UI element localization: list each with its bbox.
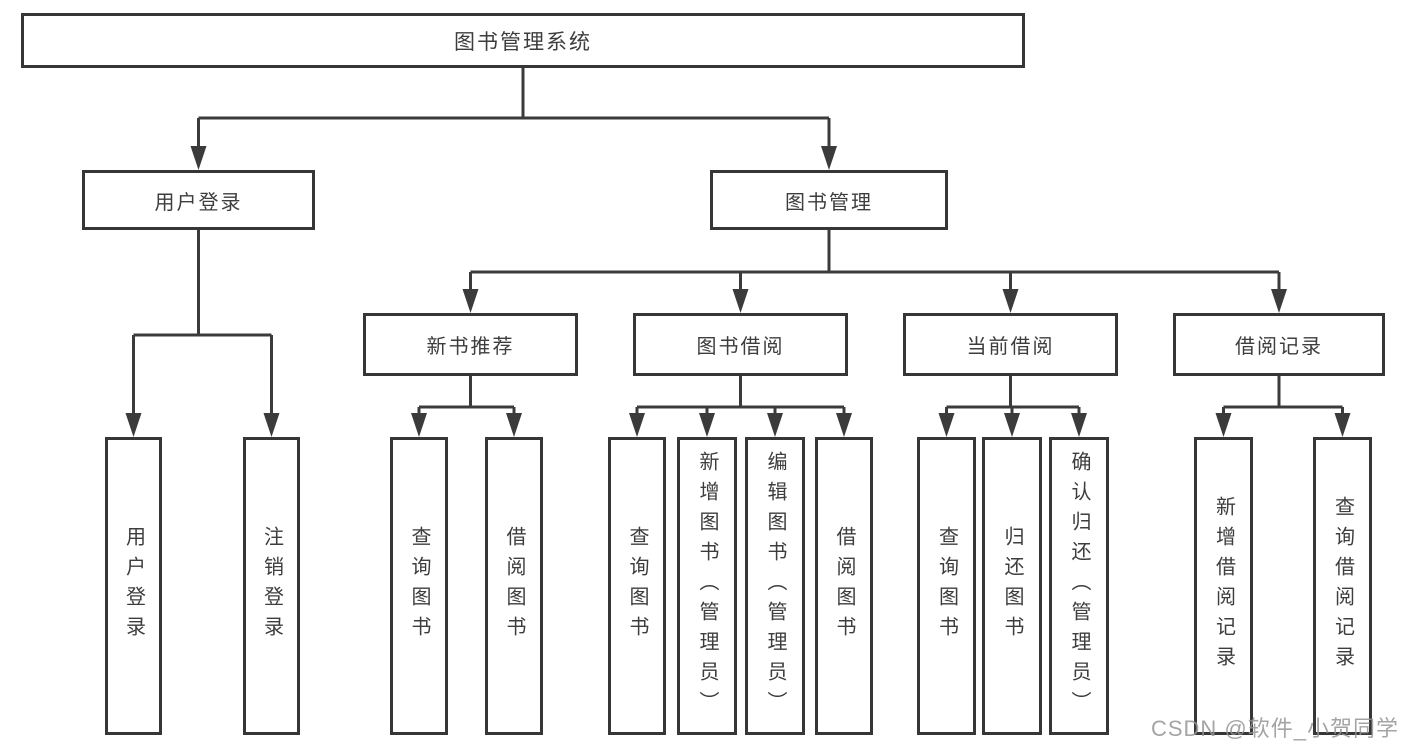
node-current-borrowing: 当前借阅 (903, 313, 1118, 376)
leaf-query-books-3: 查询图书 (917, 437, 976, 735)
leaf-query-borrow-record: 查询借阅记录 (1313, 437, 1372, 735)
node-book-management-label: 图书管理 (785, 191, 873, 214)
node-new-book-recommend: 新书推荐 (363, 313, 578, 376)
leaf-add-book-admin: 新增图书（管理员） (677, 437, 737, 735)
node-library-system-label: 图书管理系统 (454, 30, 592, 54)
node-book-management: 图书管理 (710, 170, 948, 230)
csdn-watermark: CSDN @软件_小贺同学 (1150, 716, 1399, 741)
leaf-return-book: 归还图书 (982, 437, 1042, 735)
node-user-login-label: 用户登录 (154, 191, 243, 214)
leaf-edit-book-admin-label: 编辑图书（管理员） (764, 451, 786, 721)
node-current-borrowing-label: 当前借阅 (966, 336, 1055, 358)
leaf-user-login-label: 用户登录 (122, 526, 145, 646)
leaf-user-login: 用户登录 (105, 437, 162, 735)
leaf-return-book-label: 归还图书 (1001, 526, 1023, 646)
leaf-query-books-3-label: 查询图书 (935, 526, 958, 646)
node-borrow-records: 借阅记录 (1173, 313, 1385, 376)
leaf-logout-label: 注销登录 (260, 526, 283, 646)
leaf-query-books-2: 查询图书 (608, 437, 666, 735)
leaf-borrow-books-2-label: 借阅图书 (833, 526, 855, 646)
leaf-logout: 注销登录 (243, 437, 300, 735)
leaf-confirm-return-admin-label: 确认归还（管理员） (1068, 451, 1090, 721)
leaf-borrow-books-2: 借阅图书 (815, 437, 873, 735)
leaf-borrow-books-1-label: 借阅图书 (503, 526, 525, 646)
leaf-edit-book-admin: 编辑图书（管理员） (745, 437, 805, 735)
leaf-query-books-1: 查询图书 (390, 437, 448, 735)
leaf-add-borrow-record: 新增借阅记录 (1194, 437, 1253, 735)
leaf-confirm-return-admin: 确认归还（管理员） (1049, 437, 1109, 735)
leaf-borrow-books-1: 借阅图书 (485, 437, 543, 735)
node-new-book-recommend-label: 新书推荐 (426, 336, 515, 358)
leaf-query-books-2-label: 查询图书 (626, 526, 648, 646)
leaf-query-books-1-label: 查询图书 (408, 526, 430, 646)
node-borrow-records-label: 借阅记录 (1235, 336, 1323, 358)
leaf-add-borrow-record-label: 新增借阅记录 (1212, 496, 1235, 676)
node-book-borrowing-label: 图书借阅 (696, 336, 785, 358)
node-book-borrowing: 图书借阅 (633, 313, 848, 376)
leaf-query-borrow-record-label: 查询借阅记录 (1331, 496, 1354, 676)
leaf-add-book-admin-label: 新增图书（管理员） (696, 451, 718, 721)
node-user-login: 用户登录 (82, 170, 315, 230)
node-library-system: 图书管理系统 (21, 13, 1025, 68)
